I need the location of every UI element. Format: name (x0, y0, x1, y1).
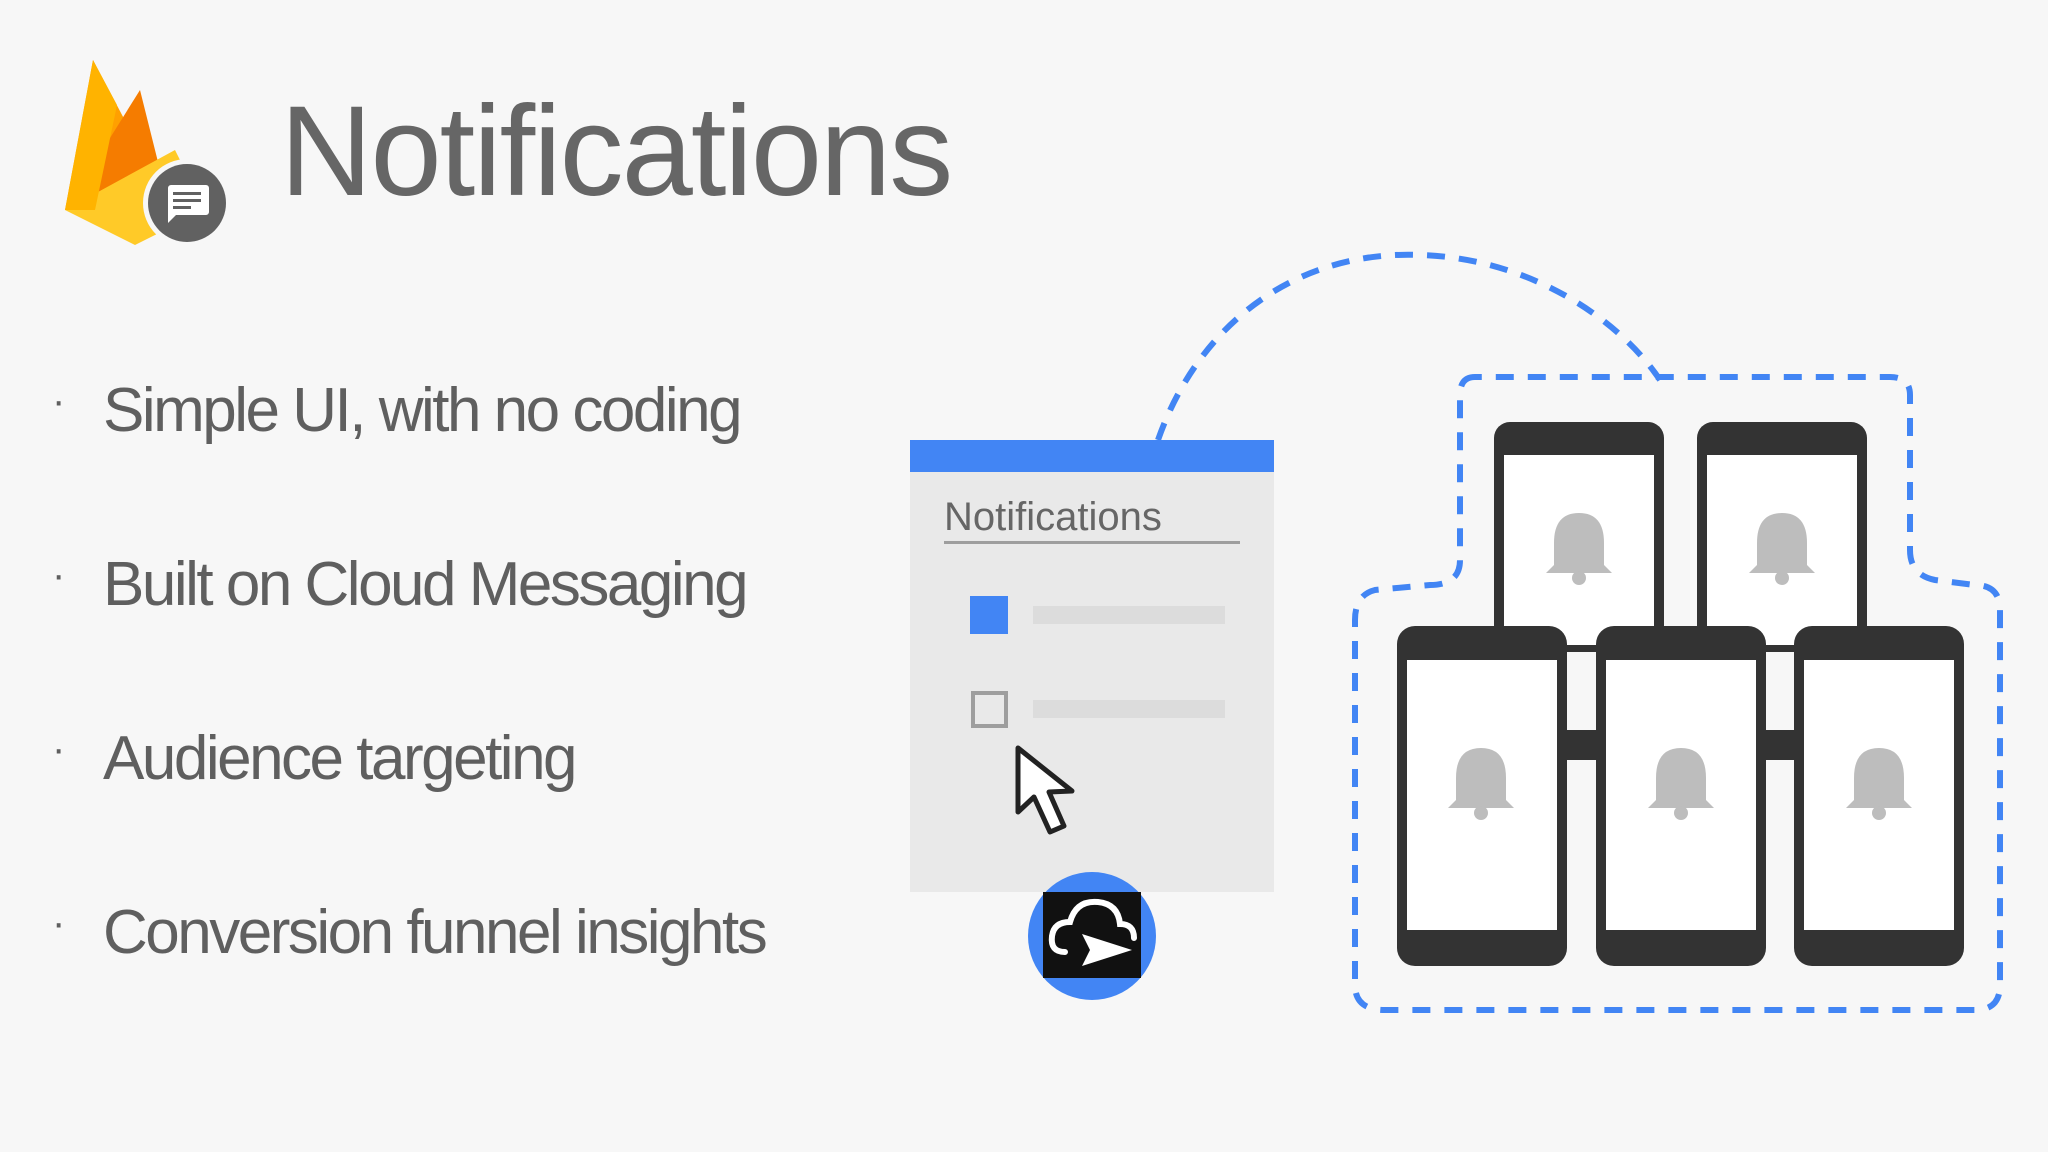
connection-arc (1155, 251, 1663, 441)
bullet-text: Conversion funnel insights (103, 898, 768, 967)
device (1794, 626, 1964, 966)
firebase-logo (65, 60, 231, 247)
chat-bubble-icon (143, 159, 231, 247)
device (1397, 626, 1567, 966)
bullet-text: Simple UI, with no coding (103, 376, 743, 445)
device (1494, 422, 1664, 652)
bell-icon (1448, 748, 1514, 820)
bullet-marker: · (52, 379, 65, 423)
bullet-marker: · (52, 727, 65, 771)
bullet-text: Audience targeting (103, 724, 578, 793)
bullet-text: Built on Cloud Messaging (103, 550, 749, 619)
mouse-pointer-icon (1015, 745, 1075, 835)
page-title: Notifications (280, 80, 953, 223)
console-panel (910, 440, 1274, 892)
bullet-marker: · (52, 553, 65, 597)
placeholder-line (1033, 700, 1225, 718)
placeholder-line (1033, 606, 1225, 624)
device (1697, 422, 1867, 652)
device (1596, 626, 1766, 966)
devices-boundary (1352, 374, 2003, 1013)
bell-icon (1749, 513, 1815, 585)
panel-header-bar (910, 440, 1274, 472)
bullet-marker: · (52, 901, 65, 945)
bell-icon (1846, 748, 1912, 820)
panel-title-underline (944, 541, 1240, 544)
panel-title: Notifications (944, 495, 1162, 539)
checkbox-unchecked[interactable] (971, 691, 1008, 728)
bell-icon (1546, 513, 1612, 585)
cloud-send-icon[interactable] (1028, 872, 1156, 1000)
bell-icon (1648, 748, 1714, 820)
checkbox-checked[interactable] (970, 596, 1008, 634)
